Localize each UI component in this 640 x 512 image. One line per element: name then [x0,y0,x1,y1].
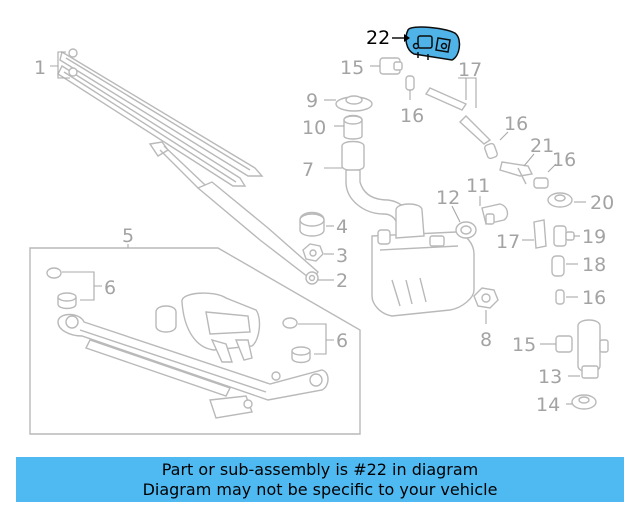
callout-16d: 16 [582,287,606,309]
banner-line-1: Part or sub-assembly is #22 in diagram [161,459,479,479]
callout-22: 22 [366,27,390,49]
callout-18: 18 [582,254,606,276]
bushing-set-left [46,267,77,310]
callout-5: 5 [122,225,134,247]
wiper-arm [148,141,319,285]
level-sensor [481,203,509,225]
callout-11: 11 [466,175,490,197]
wiper-blade-assembly [57,48,264,187]
filler-grommet [343,114,363,140]
washer-reservoir [341,140,475,317]
hose-joint [553,225,575,247]
callout-14: 14 [536,394,560,416]
linkage-box-outline [29,247,361,435]
callout-12: 12 [436,187,460,209]
grommet [547,192,573,208]
callout-17b: 17 [496,231,520,253]
leader-1 [50,51,70,79]
info-banner: Part or sub-assembly is #22 in diagram D… [16,457,624,502]
pump-seal [571,394,597,410]
callout-17a: 17 [458,59,482,81]
banner-line-2: Diagram may not be specific to your vehi… [142,479,498,499]
connector-clip-lower [555,335,573,353]
hose-connectors [405,75,565,305]
wiper-linkage-and-motor [57,292,329,419]
callout-16b: 16 [504,113,528,135]
callout-20: 20 [590,192,614,214]
washer-pump [577,319,609,379]
callout-3: 3 [336,245,348,267]
pump-grommet [455,221,477,239]
callout-9: 9 [306,90,318,112]
callout-7: 7 [302,159,314,181]
check-valve [551,255,565,277]
callout-16c: 16 [552,149,576,171]
washer-hoses [424,87,547,249]
y-connector [499,161,534,185]
callout-6b: 6 [336,330,348,352]
highlighted-part-22[interactable] [405,26,461,61]
callout-15b: 15 [512,334,536,356]
callout-15a: 15 [340,57,364,79]
callout-16a: 16 [400,105,424,127]
callout-21: 21 [530,135,554,157]
callout-2: 2 [336,270,348,292]
callout-6a: 6 [104,277,116,299]
filler-cap [335,95,373,112]
callout-8: 8 [480,329,492,351]
bushing-set-right [282,317,311,364]
pivot-cap [299,211,325,237]
callout-10: 10 [302,117,326,139]
callout-4: 4 [336,216,348,238]
callout-19: 19 [582,226,606,248]
callout-13: 13 [538,366,562,388]
connector-clip-top [379,57,403,75]
callout-1: 1 [34,57,46,79]
